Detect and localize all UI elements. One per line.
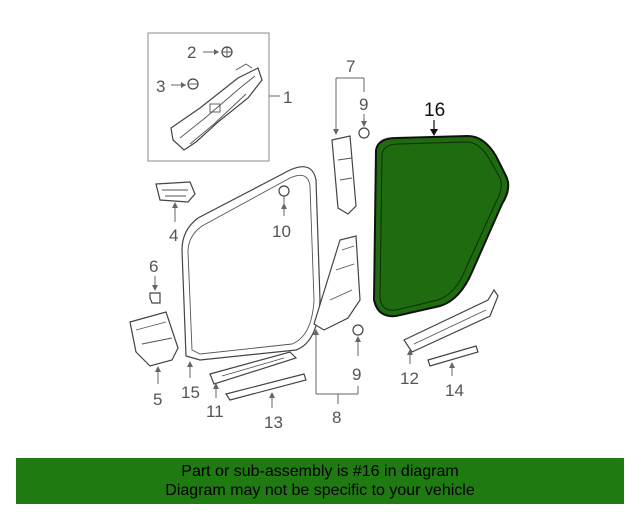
callout-2: 2 [187,43,196,62]
callout-12: 12 [400,369,419,388]
diagram-notice-banner: Part or sub-assembly is #16 in diagram D… [16,458,624,504]
callout-6: 6 [149,257,158,276]
part-15-weatherstrip [181,166,321,378]
part-7-pillar-upper [331,77,370,215]
callout-13: 13 [264,413,283,432]
callout-15: 15 [181,383,200,402]
part-14-scuff [427,345,479,376]
callout-9-upper: 9 [359,95,368,114]
callout-10: 10 [272,222,291,241]
callout-11: 11 [206,402,224,421]
notice-line-1: Part or sub-assembly is #16 in diagram [181,463,459,480]
callout-1: 1 [283,88,292,107]
callout-5: 5 [153,390,162,409]
callout-3: 3 [156,77,165,96]
clip-3 [171,78,199,90]
part-11-scuff [209,351,298,398]
part-12-scuff [403,288,499,364]
callout-14: 14 [445,381,464,400]
callout-4: 4 [169,226,178,245]
part-8-pillar-lower [313,235,364,404]
part-6-clip [149,276,161,304]
clip-2 [203,46,233,58]
callout-16: 16 [424,100,445,121]
notice-line-2: Diagram may not be specific to your vehi… [165,482,475,499]
part-10-clip [278,185,290,216]
part-5-cowl-trim [129,311,179,384]
callout-9-lower: 9 [352,365,361,384]
callout-8: 8 [332,408,341,427]
part-13-scuff [225,373,307,408]
part-16-rear-door-weatherstrip [372,120,510,318]
callout-7: 7 [346,57,355,76]
part-4-trim [155,181,196,222]
pillar-trim-inset [147,32,270,162]
parts-diagram: 1 2 3 4 5 6 7 8 9 9 10 11 12 13 14 15 16 [129,32,510,432]
